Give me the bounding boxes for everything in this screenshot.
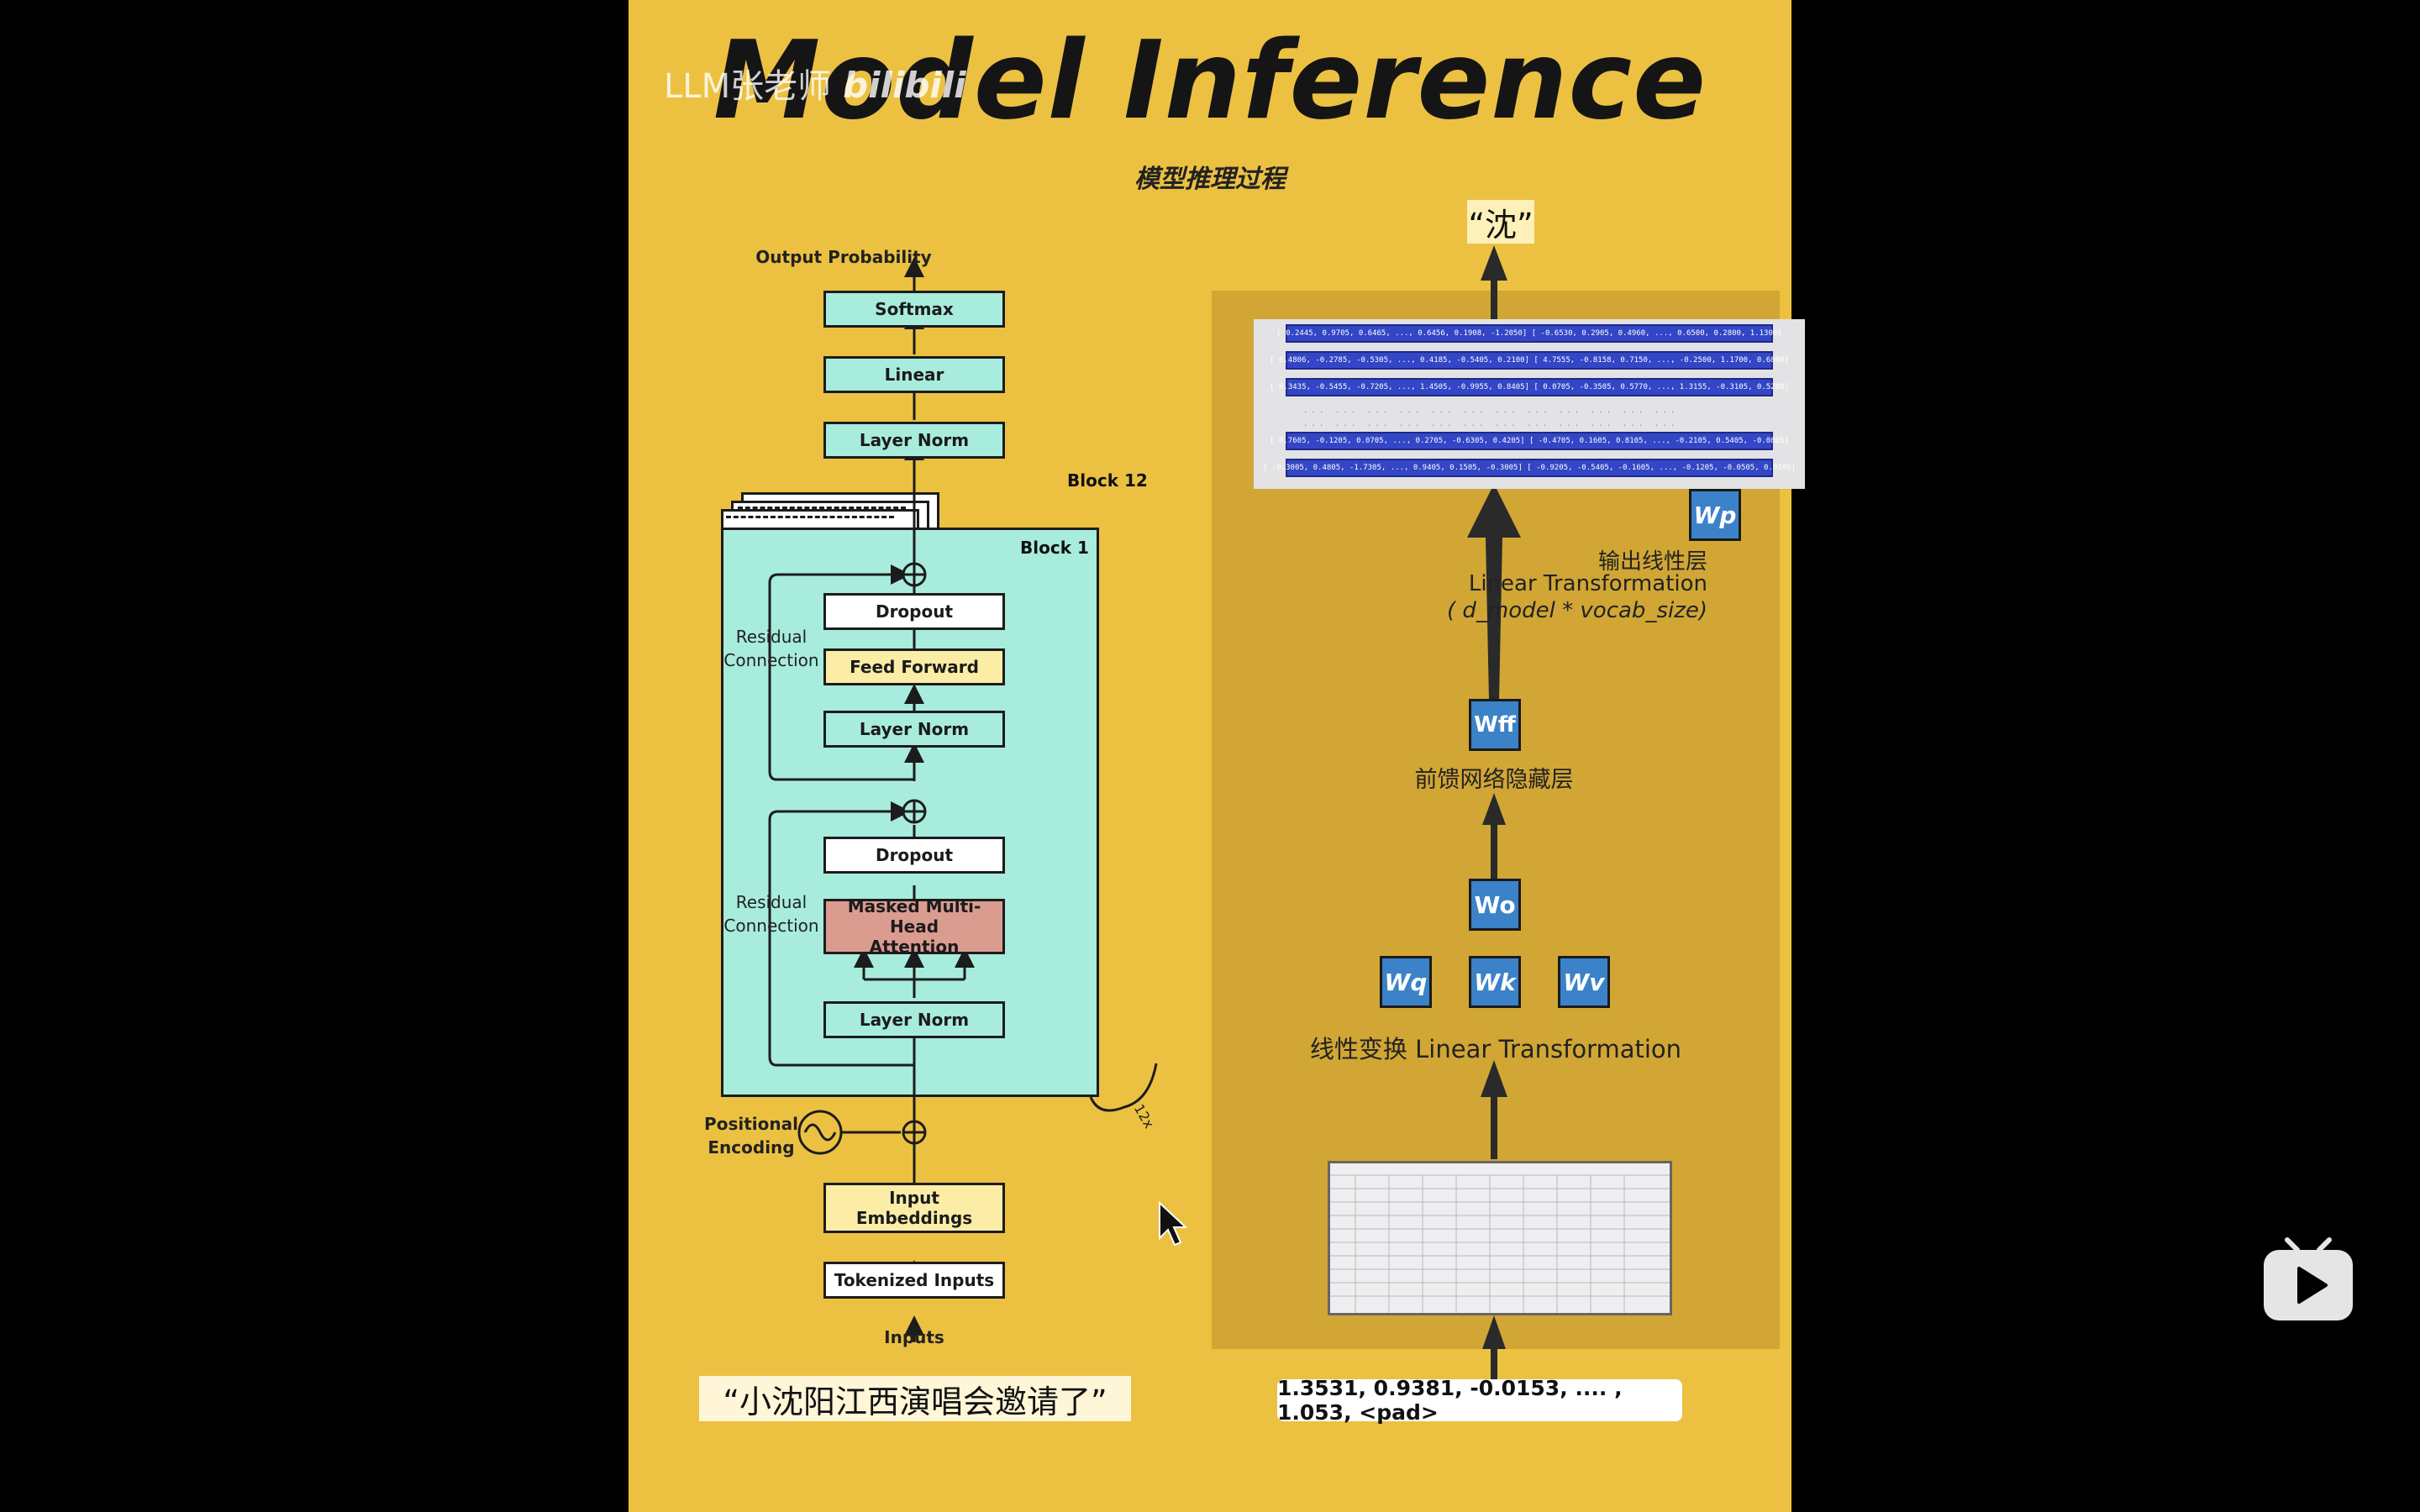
matrix-row: [ 0.2445, 0.9705, 0.6465, ..., 0.6456, 0… xyxy=(1276,324,1782,343)
cursor-icon xyxy=(1159,1200,1188,1247)
linear-box: Linear xyxy=(823,356,1005,393)
wo-box: Wo xyxy=(1469,879,1521,931)
wk-box: Wk xyxy=(1469,956,1521,1008)
feed-forward-box: Feed Forward xyxy=(823,648,1005,685)
output-layer-dim: ( d_model * vocab_size) xyxy=(1447,598,1707,623)
dropout-box-2: Dropout xyxy=(823,837,1005,874)
page-title: Model Inference xyxy=(713,18,1707,144)
bilibili-logo: bilibili xyxy=(843,65,966,106)
watermark-author: LLM张老师 xyxy=(664,67,832,106)
inference-arrows xyxy=(1467,245,1521,1379)
inputs-label: Inputs xyxy=(884,1327,944,1347)
embedding-vector: 1.3531, 0.9381, -0.0153, .... , 1.053, <… xyxy=(1277,1376,1682,1425)
output-matrix: [ 0.2445, 0.9705, 0.6465, ..., 0.6456, 0… xyxy=(1254,319,1805,489)
input-token-table xyxy=(1328,1161,1672,1315)
output-probability-label: Output Probability xyxy=(755,247,932,267)
wq-box: Wq xyxy=(1380,956,1432,1008)
matrix-ellipsis: ··· ··· ··· ··· ··· ··· ··· ··· ··· ··· … xyxy=(1304,407,1680,417)
linear-transform-label: 线性变换 Linear Transformation xyxy=(1309,1035,1682,1063)
wff-box: Wff xyxy=(1469,699,1521,751)
poster: Model Inference 模型推理过程 LLM张老师 bilibili Bl… xyxy=(629,0,1805,1512)
output-layer-cn: 输出线性层 xyxy=(1597,549,1707,575)
positional-encoding-label: Positional Encoding xyxy=(704,1114,798,1158)
matrix-row: [ 0.3435, -0.5455, -0.7205, ..., 1.4505,… xyxy=(1270,378,1789,396)
block-12-label: Block 12 xyxy=(1067,470,1148,491)
token-table-grid xyxy=(1330,1174,1670,1313)
watermark: LLM张老师 bilibili xyxy=(664,59,966,108)
layer-norm-top-box: Layer Norm xyxy=(823,422,1005,459)
input-embeddings-box: Input Embeddings xyxy=(823,1183,1005,1233)
wp-box: Wp xyxy=(1689,489,1741,541)
ffn-label: 前馈网络隐藏层 xyxy=(1414,767,1574,793)
tokenized-inputs-box: Tokenized Inputs xyxy=(823,1262,1005,1299)
matrix-row: [ -0.3005, 0.4805, -1.7305, ..., 0.9405,… xyxy=(1263,459,1796,477)
layer-norm-mid-box: Layer Norm xyxy=(823,711,1005,748)
page-subtitle: 模型推理过程 xyxy=(1134,165,1286,194)
residual-connection-2: Residual Connection xyxy=(723,892,819,936)
output-layer-en: Linear Transformation xyxy=(1468,571,1707,596)
matrix-row: [ 0.4806, -0.2785, -0.5305, ..., 0.4185,… xyxy=(1270,351,1789,370)
wv-box: Wv xyxy=(1558,956,1610,1008)
block-1-label: Block 1 xyxy=(1020,538,1089,558)
matrix-row: [ 0.7605, -0.1205, 0.0705, ..., 0.2705, … xyxy=(1270,432,1789,450)
dropout-box-1: Dropout xyxy=(823,593,1005,630)
bilibili-play-icon[interactable] xyxy=(2262,1235,2354,1322)
output-token: “沈” xyxy=(1467,200,1534,244)
input-sentence: “小沈阳江西演唱会邀请了” xyxy=(699,1376,1131,1421)
masked-multi-head-attention-box: Masked Multi-Head Attention xyxy=(823,896,1005,957)
softmax-box: Softmax xyxy=(823,291,1005,328)
layer-norm-low-box: Layer Norm xyxy=(823,1001,1005,1038)
matrix-ellipsis: ··· ··· ··· ··· ··· ··· ··· ··· ··· ··· … xyxy=(1304,420,1680,431)
residual-connection-1: Residual Connection xyxy=(723,627,819,670)
